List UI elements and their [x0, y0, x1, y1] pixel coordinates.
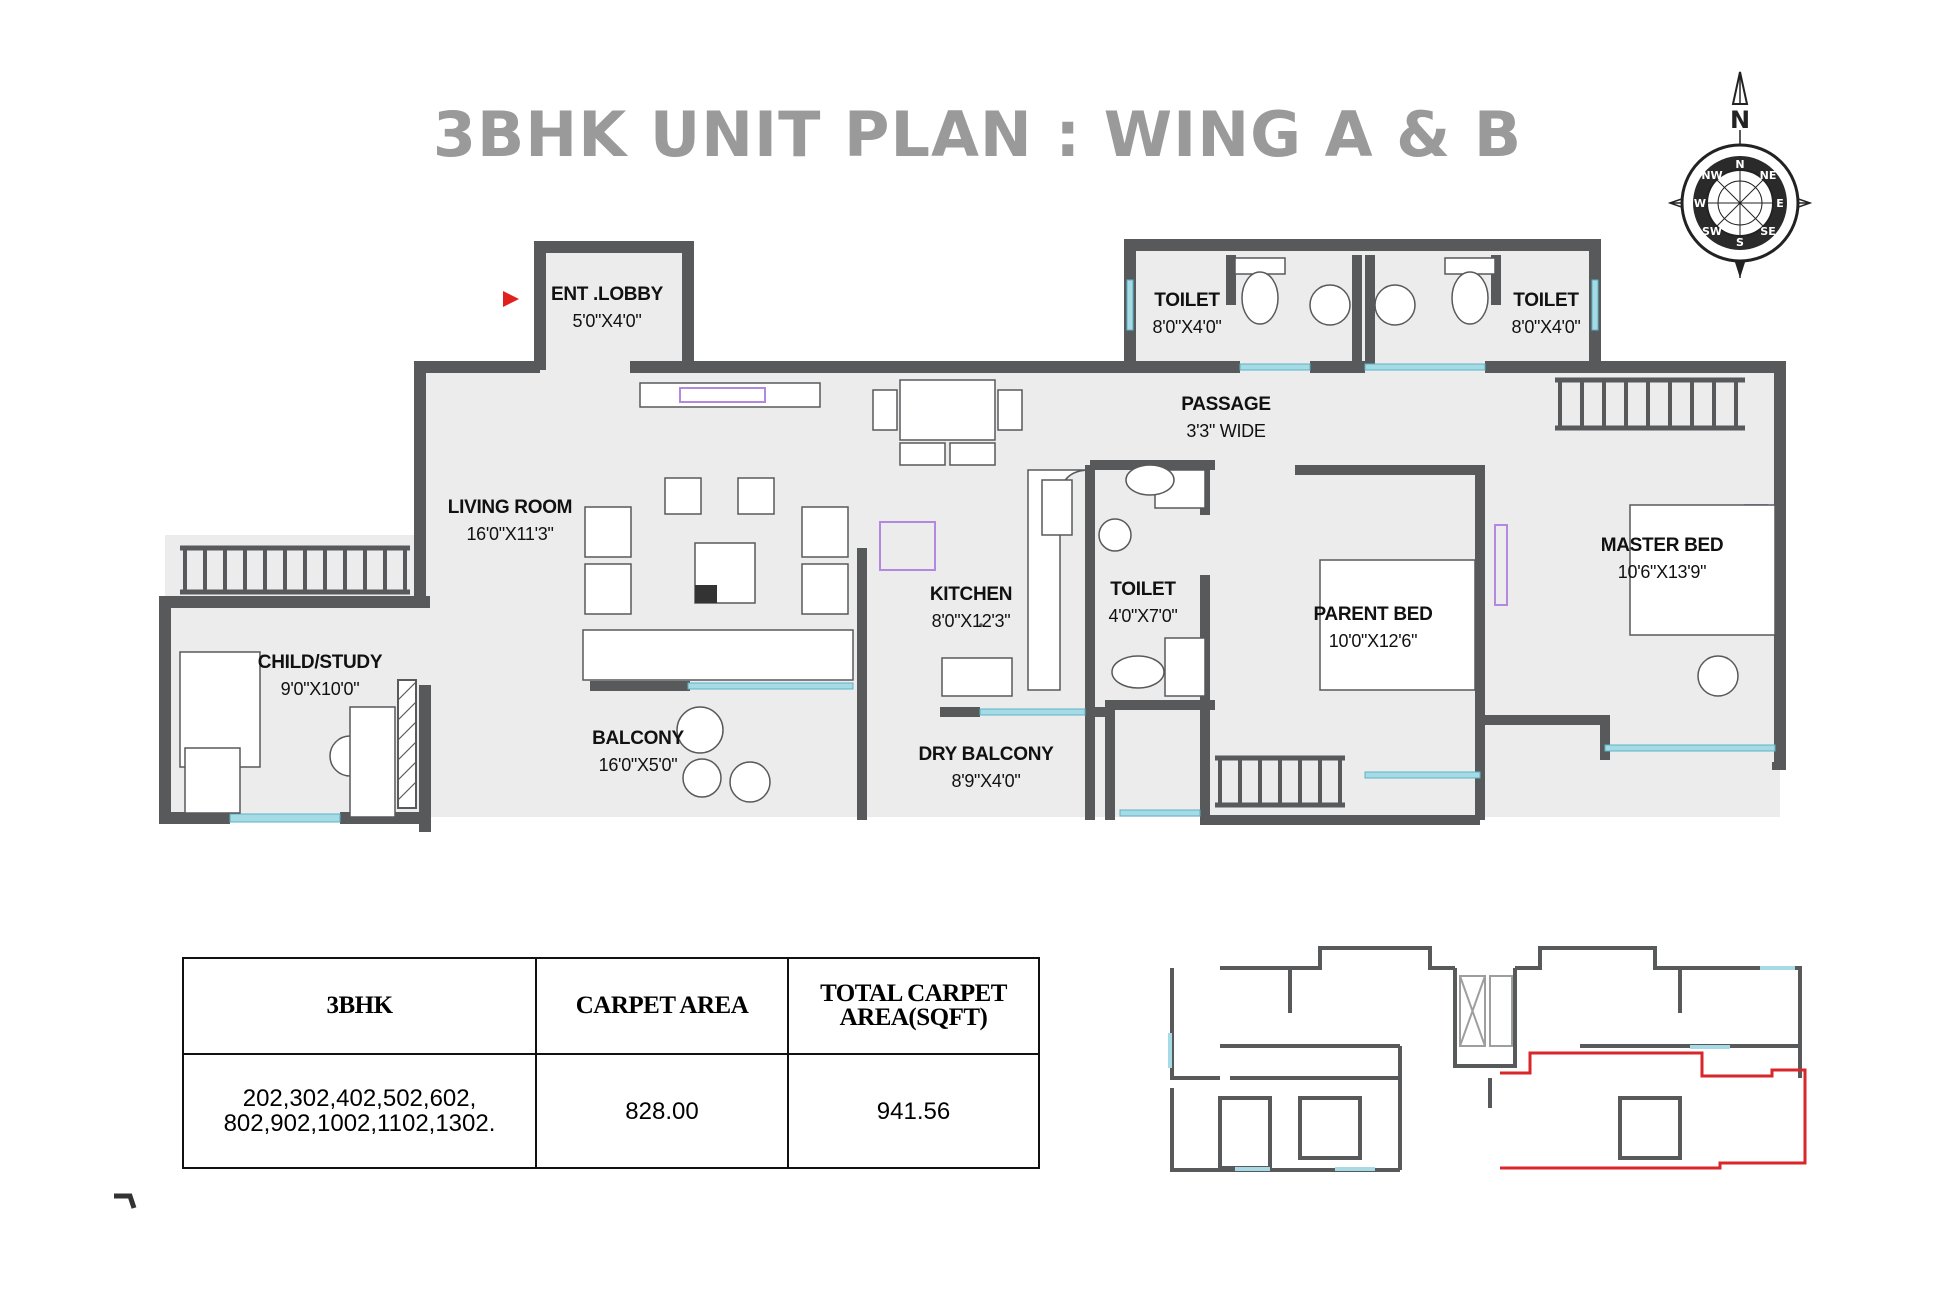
table-header-unit-type: 3BHK	[182, 957, 537, 1055]
room-dims: 10'0"X12'6"	[1328, 631, 1418, 651]
compass-label-se: SE	[1760, 225, 1775, 238]
room-label-toilet-1: TOILET 8'0"X4'0"	[1152, 288, 1221, 340]
room-name: LIVING ROOM	[447, 497, 573, 518]
room-dims: 5'0"X4'0"	[572, 311, 642, 331]
room-label-toilet-2: TOILET 8'0"X4'0"	[1511, 288, 1580, 340]
carpet-area-table: 3BHK CARPET AREA TOTAL CARPET AREA(SQFT)…	[182, 957, 1040, 1169]
room-name: TOILET	[1154, 290, 1220, 311]
compass-label-ne: NE	[1760, 169, 1777, 182]
page-title: 3BHK UNIT PLAN : WING A & B	[432, 98, 1523, 171]
room-label-parent-bed: PARENT BED 10'0"X12'6"	[1313, 602, 1432, 654]
room-label-kitchen: KITCHEN 8'0"X12'3"	[929, 582, 1013, 634]
room-label-passage: PASSAGE 3'3" WIDE	[1181, 392, 1271, 444]
compass-north-letter: N	[1730, 106, 1750, 134]
table-cell-units: 202,302,402,502,602, 802,902,1002,1102,1…	[182, 1053, 537, 1169]
corner-mark	[114, 1193, 137, 1209]
room-label-ent-lobby: ENT .LOBBY 5'0"X4'0"	[551, 282, 663, 334]
compass-label-w: W	[1694, 197, 1706, 210]
room-name: CHILD/STUDY	[257, 652, 383, 673]
room-name: MASTER BED	[1600, 535, 1724, 556]
units-line-2: 802,902,1002,1102,1302.	[223, 1110, 496, 1137]
compass-label-e: E	[1776, 197, 1784, 210]
room-dims: 16'0"X5'0"	[598, 755, 678, 775]
units-line-1: 202,302,402,502,602,	[242, 1085, 477, 1112]
compass-rose-icon: N N NE E SE S SW W NW	[1667, 71, 1813, 278]
room-dims: 4'0"X7'0"	[1108, 606, 1178, 626]
table-row: 202,302,402,502,602, 802,902,1002,1102,1…	[182, 1053, 1040, 1169]
room-dims: 8'0"X4'0"	[1152, 317, 1222, 337]
compass-label-nw: NW	[1701, 169, 1722, 182]
room-name: KITCHEN	[929, 584, 1013, 605]
room-name: DRY BALCONY	[918, 744, 1054, 765]
compass-label-s: S	[1736, 236, 1744, 249]
table-header-row: 3BHK CARPET AREA TOTAL CARPET AREA(SQFT)	[182, 957, 1040, 1055]
table-header-carpet-area: CARPET AREA	[535, 957, 789, 1055]
room-name: PASSAGE	[1181, 394, 1271, 415]
key-plan	[1168, 946, 1807, 1172]
room-dims: 8'0"X12'3"	[931, 611, 1011, 631]
room-label-child-study: CHILD/STUDY 9'0"X10'0"	[257, 650, 383, 702]
room-dims: 8'0"X4'0"	[1511, 317, 1581, 337]
room-dims: 9'0"X10'0"	[280, 679, 360, 699]
room-dims: 16'0"X11'3"	[466, 524, 554, 544]
room-dims: 3'3" WIDE	[1186, 421, 1266, 441]
table-header-total-carpet-area: TOTAL CARPET AREA(SQFT)	[787, 957, 1040, 1055]
compass-label-sw: SW	[1702, 225, 1722, 238]
room-label-master-bed: MASTER BED 10'6"X13'9"	[1601, 533, 1724, 585]
table-header-total-carpet-area-text: TOTAL CARPET AREA(SQFT)	[820, 980, 1007, 1031]
room-name: ENT .LOBBY	[550, 284, 664, 305]
table-cell-total-carpet-area: 941.56	[787, 1053, 1040, 1169]
room-dims: 10'6"X13'9"	[1617, 562, 1707, 582]
room-name: TOILET	[1110, 579, 1176, 600]
room-name: TOILET	[1513, 290, 1579, 311]
table-cell-carpet-area: 828.00	[535, 1053, 789, 1169]
room-dims: 8'9"X4'0"	[951, 771, 1021, 791]
room-label-living-room: LIVING ROOM 16'0"X11'3"	[447, 495, 573, 547]
room-name: PARENT BED	[1313, 604, 1433, 625]
room-label-dry-balcony: DRY BALCONY 8'9"X4'0"	[919, 742, 1054, 794]
compass-label-n: N	[1735, 158, 1744, 171]
room-label-toilet-3: TOILET 4'0"X7'0"	[1108, 577, 1177, 629]
room-label-balcony: BALCONY 16'0"X5'0"	[592, 726, 684, 778]
room-name: BALCONY	[592, 728, 684, 749]
entry-arrow-icon	[503, 291, 519, 307]
